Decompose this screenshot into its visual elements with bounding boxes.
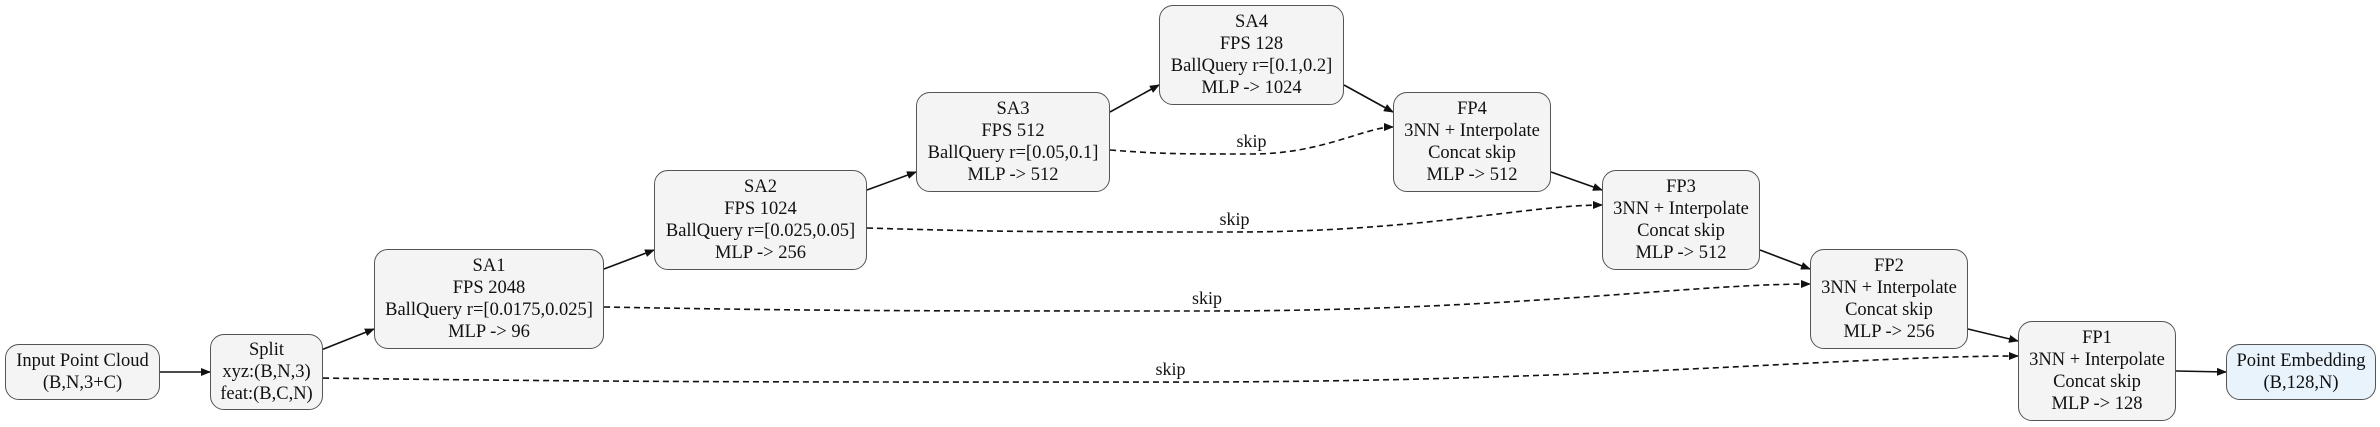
node-line: (B,128,N)	[2263, 373, 2339, 393]
node-line: Split	[249, 340, 284, 360]
node-line: SA2	[744, 177, 777, 197]
node-line: xyz:(B,N,3)	[222, 362, 311, 382]
node-line: (B,N,3+C)	[42, 373, 123, 393]
node-line: MLP -> 512	[1635, 243, 1727, 263]
node-line: Concat skip	[2053, 372, 2141, 392]
edge-split-sa1	[322, 328, 375, 350]
node-line: 3NN + Interpolate	[1613, 199, 1749, 219]
node-line: SA3	[996, 99, 1030, 119]
node-line: FPS 2048	[452, 278, 526, 298]
fp2-node: FP2 3NN + Interpolate Concat skip MLP ->…	[1810, 249, 1968, 349]
edge-sa2-sa3	[866, 171, 917, 191]
node-line: BallQuery r=[0.1,0.2]	[1170, 56, 1333, 76]
node-line: FP4	[1457, 99, 1487, 119]
edge-fp3-fp2	[1759, 249, 1811, 270]
edge-sa3-sa4	[1109, 84, 1160, 113]
sa4-node: SA4 FPS 128 BallQuery r=[0.1,0.2] MLP ->…	[1159, 5, 1344, 105]
edge-fp1-output	[2175, 367, 2227, 376]
node-line: BallQuery r=[0.025,0.05]	[665, 221, 856, 241]
node-line: feat:(B,C,N)	[220, 384, 313, 404]
node-line: Concat skip	[1637, 221, 1725, 241]
edge-sa4-fp4	[1343, 84, 1394, 113]
edge-fp2-fp1	[1967, 328, 2019, 343]
skip-edge-label: skip	[1219, 209, 1250, 229]
sa3-node: SA3 FPS 512 BallQuery r=[0.05,0.1] MLP -…	[916, 92, 1110, 192]
edge-split-fp1	[322, 352, 2019, 383]
node-line: BallQuery r=[0.05,0.1]	[927, 143, 1099, 163]
node-line: MLP -> 1024	[1201, 78, 1302, 98]
node-line: SA4	[1235, 12, 1268, 32]
node-line: MLP -> 128	[2051, 394, 2143, 414]
point-embedding-node: Point Embedding (B,128,N)	[2226, 344, 2376, 400]
edge-sa3-fp4	[1109, 123, 1394, 155]
node-line: Concat skip	[1845, 300, 1933, 320]
skip-edge-label: skip	[1191, 288, 1223, 308]
node-line: FP3	[1666, 177, 1696, 197]
node-line: SA1	[472, 256, 506, 276]
node-line: FPS 128	[1219, 34, 1284, 54]
fp4-node: FP4 3NN + Interpolate Concat skip MLP ->…	[1393, 92, 1551, 192]
sa1-node: SA1 FPS 2048 BallQuery r=[0.0175,0.025] …	[374, 249, 604, 349]
node-line: MLP -> 96	[448, 322, 530, 342]
fp3-node: FP3 3NN + Interpolate Concat skip MLP ->…	[1602, 170, 1760, 270]
fp1-node: FP1 3NN + Interpolate Concat skip MLP ->…	[2018, 321, 2176, 421]
edge-fp4-fp3	[1550, 171, 1603, 191]
node-line: FP1	[2082, 328, 2112, 348]
edge-sa2-fp3	[866, 201, 1603, 233]
node-line: BallQuery r=[0.0175,0.025]	[385, 300, 593, 320]
skip-edge-label: skip	[1155, 359, 1186, 380]
node-line: 3NN + Interpolate	[2029, 350, 2165, 370]
node-line: 3NN + Interpolate	[1404, 121, 1540, 141]
edge-sa1-sa2	[603, 249, 655, 270]
node-line: Concat skip	[1428, 143, 1516, 163]
skip-edge-label: skip	[1236, 131, 1267, 151]
split-node: Split xyz:(B,N,3) feat:(B,C,N)	[210, 334, 323, 410]
node-line: MLP -> 256	[1843, 322, 1935, 342]
node-line: FP2	[1874, 256, 1904, 276]
node-line: MLP -> 256	[715, 243, 806, 263]
sa2-node: SA2 FPS 1024 BallQuery r=[0.025,0.05] ML…	[654, 170, 867, 270]
node-line: MLP -> 512	[967, 165, 1059, 185]
node-line: FPS 1024	[724, 199, 797, 219]
node-line: 3NN + Interpolate	[1821, 278, 1957, 298]
node-line: FPS 512	[981, 121, 1045, 141]
input-point-cloud-node: Input Point Cloud (B,N,3+C)	[5, 344, 160, 400]
node-line: Input Point Cloud	[16, 351, 149, 371]
node-line: MLP -> 512	[1426, 165, 1518, 185]
node-line: Point Embedding	[2236, 351, 2366, 371]
edge-sa1-fp2	[603, 280, 1811, 312]
